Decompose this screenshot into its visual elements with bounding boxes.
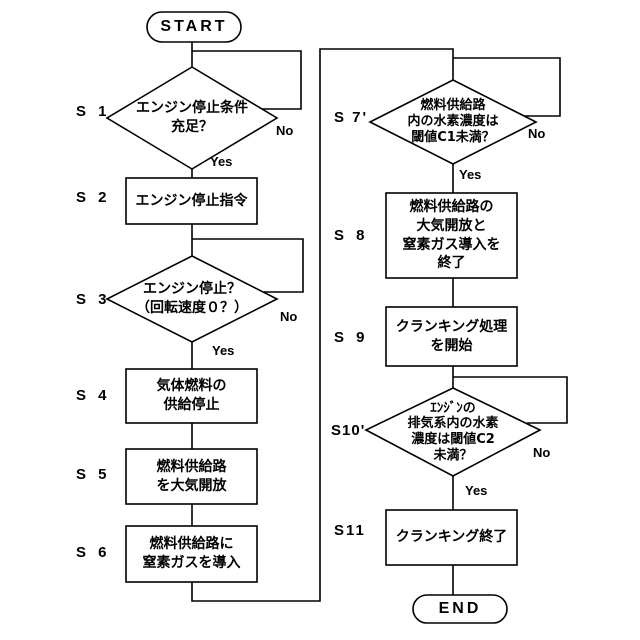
step-label-s6: S 6 (76, 545, 111, 560)
step-label-s8: S 8 (334, 228, 369, 243)
step-label-s3: S 3 (76, 292, 111, 307)
step-label-s11: S11 (334, 523, 366, 538)
s6-line-2: 窒素ガスを導入 (143, 554, 241, 573)
s6-text: 燃料供給路に 窒素ガスを導入 (126, 526, 257, 582)
s3-text: エンジン停止？ （回転速度０？） (107, 256, 277, 342)
s8-line-4: 終了 (438, 254, 466, 273)
s10-line-2: 排気系内の水素 (407, 416, 498, 432)
s1-line-2: 充足？ (171, 118, 213, 137)
s10-line-3: 濃度は閾値C2 (411, 432, 495, 448)
s8-line-2: 大気開放と (417, 217, 487, 236)
s10-text: ｴﾝｼﾞﾝの 排気系内の水素 濃度は閾値C2 未満？ (366, 388, 540, 476)
s9-line-1: クランキング処理 (396, 318, 508, 337)
s4-line-2: 供給停止 (164, 396, 220, 415)
end-label: END (413, 595, 507, 623)
s2-line-1: エンジン停止指令 (136, 192, 248, 211)
s9-line-2: を開始 (431, 337, 473, 356)
s4-text: 気体燃料の 供給停止 (126, 369, 257, 423)
step-label-s10: S10' (331, 423, 365, 438)
s3-line-1: エンジン停止？ (143, 280, 241, 299)
s8-text: 燃料供給路の 大気開放と 窒素ガス導入を 終了 (386, 193, 517, 278)
step-label-s7: S 7' (334, 110, 368, 125)
s1-no-label: No (276, 124, 293, 137)
step-label-s2: S 2 (76, 190, 111, 205)
s10-line-1: ｴﾝｼﾞﾝの (430, 401, 476, 417)
step-label-s4: S 4 (76, 388, 111, 403)
s8-line-1: 燃料供給路の (410, 198, 494, 217)
s3-yes-label: Yes (212, 344, 234, 357)
s8-line-3: 窒素ガス導入を (403, 236, 501, 255)
step-label-s1: S 1 (76, 104, 111, 119)
s10-line-4: 未満？ (433, 448, 472, 464)
s2-text: エンジン停止指令 (126, 178, 257, 224)
s5-line-2: を大気開放 (157, 477, 227, 496)
s7-line-1: 燃料供給路 (420, 98, 485, 114)
s7-text: 燃料供給路 内の水素濃度は 閾値C1未満？ (370, 80, 536, 164)
s9-text: クランキング処理 を開始 (386, 307, 517, 366)
start-label: START (147, 12, 241, 42)
s7-yes-label: Yes (459, 168, 481, 181)
s4-line-1: 気体燃料の (157, 377, 227, 396)
s11-text: クランキング終了 (386, 510, 517, 565)
s5-text: 燃料供給路 を大気開放 (126, 449, 257, 504)
s11-line-1: クランキング終了 (396, 528, 508, 547)
s7-line-3: 閾値C1未満？ (411, 130, 495, 146)
s6-line-1: 燃料供給路に (150, 535, 234, 554)
s3-no-label: No (280, 310, 297, 323)
s5-line-1: 燃料供給路 (157, 458, 227, 477)
step-label-s9: S 9 (334, 330, 369, 345)
step-label-s5: S 5 (76, 467, 111, 482)
s1-line-1: エンジン停止条件 (136, 99, 248, 118)
s10-yes-label: Yes (465, 484, 487, 497)
s1-text: エンジン停止条件 充足？ (107, 67, 277, 169)
s7-line-2: 内の水素濃度は (407, 114, 498, 130)
s3-line-2: （回転速度０？） (136, 299, 248, 318)
